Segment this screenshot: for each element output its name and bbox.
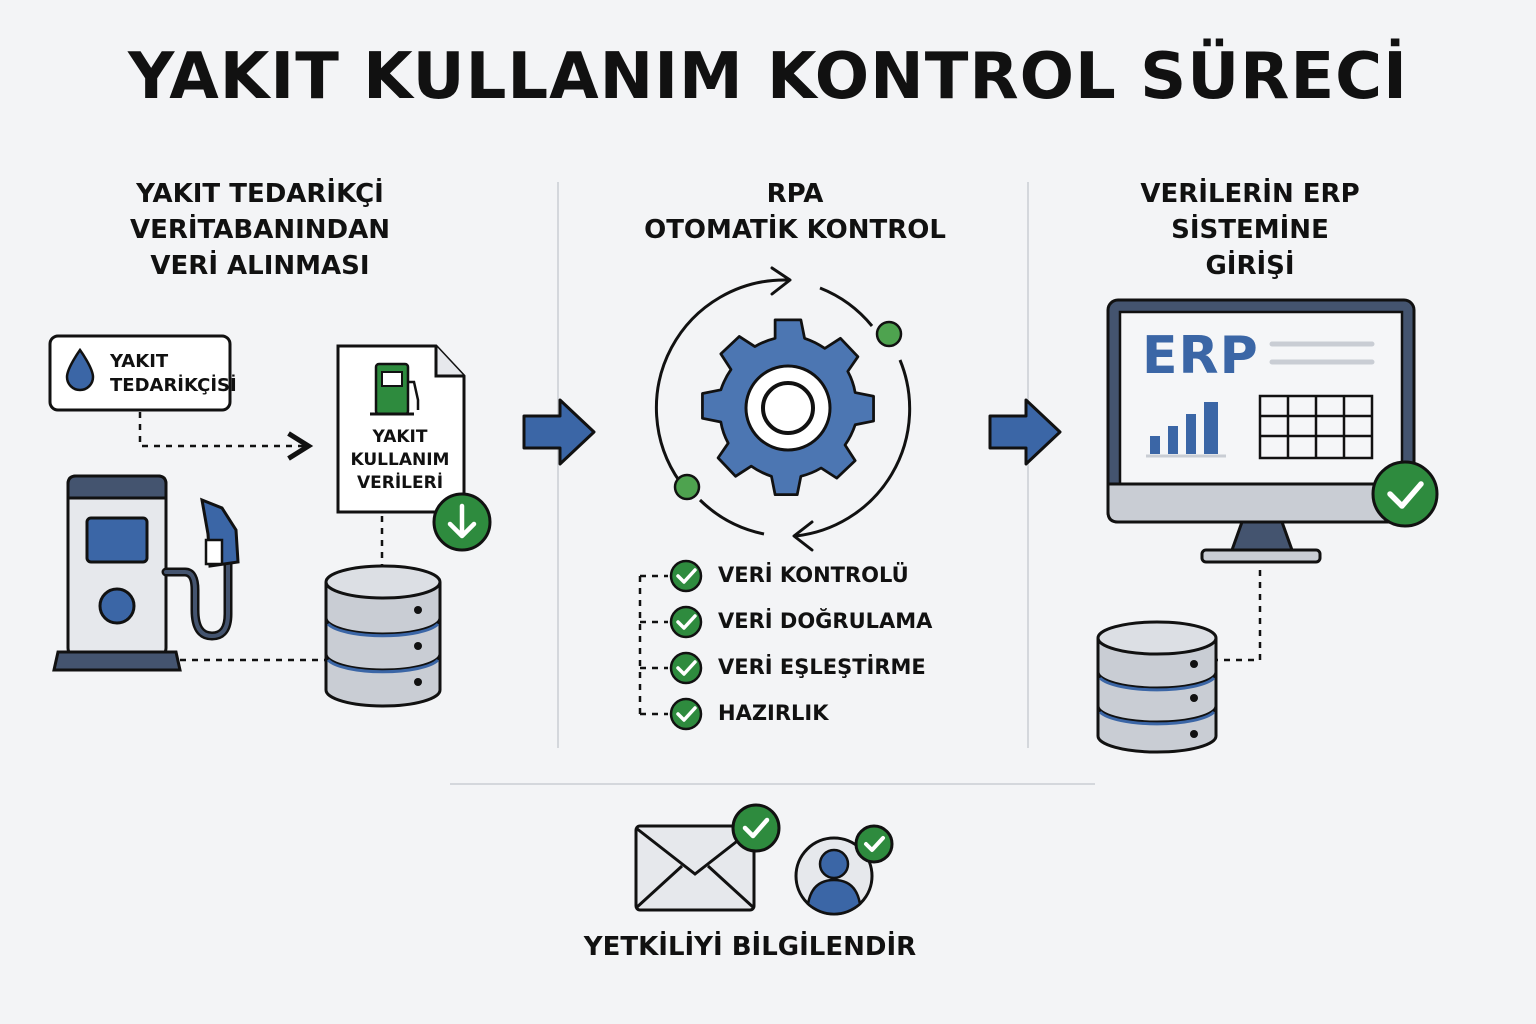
- column-title-line: VERİTABANINDAN: [129, 215, 390, 245]
- droplet-icon: [65, 347, 95, 392]
- supplier-box: [48, 334, 232, 412]
- database-icon: [324, 564, 442, 708]
- column-title-line: GİRİŞİ: [1205, 251, 1295, 281]
- check-badge-icon: [1371, 460, 1439, 528]
- check-item-hazirlik: HAZIRLIK: [718, 701, 829, 725]
- column-title-supplier-data: YAKIT TEDARİKÇİ VERİTABANINDAN VERİ ALIN…: [110, 176, 410, 284]
- database-icon: [1096, 620, 1218, 754]
- check-icon: [669, 697, 703, 731]
- user-icon: [794, 836, 874, 916]
- bar-chart-icon: [1146, 402, 1226, 458]
- column-title-line: VERİ ALINMASI: [150, 251, 370, 281]
- supplier-label-line: TEDARİKÇİSİ: [110, 375, 237, 396]
- checklist-bracket: [638, 574, 668, 716]
- document-label: YAKIT KULLANIM VERİLERİ: [340, 426, 460, 495]
- column-title-line: VERİLERİN ERP SİSTEMİNE: [1140, 179, 1360, 245]
- supplier-label-line: YAKIT: [110, 351, 169, 372]
- supplier-label: YAKIT TEDARİKÇİSİ: [110, 350, 237, 398]
- column-title-line: YAKIT TEDARİKÇİ: [136, 179, 384, 209]
- download-check-icon: [432, 492, 492, 552]
- check-item-veri-dogrulama: VERİ DOĞRULAMA: [718, 609, 933, 633]
- cycle-arrows-icon: [654, 266, 912, 552]
- envelope-icon: [634, 824, 756, 912]
- page-title: YAKIT KULLANIM KONTROL SÜRECİ: [128, 40, 1408, 114]
- dashed-arrow: [138, 412, 314, 461]
- check-icon: [669, 559, 703, 593]
- check-item-veri-kontrolu: VERİ KONTROLÜ: [718, 563, 909, 587]
- check-icon: [669, 605, 703, 639]
- check-icon: [669, 651, 703, 685]
- column-title-line: OTOMATİK KONTROL: [644, 215, 946, 245]
- flow-arrow-icon: [988, 398, 1062, 466]
- check-badge-icon: [731, 803, 781, 853]
- document-label-line: YAKIT: [372, 427, 428, 447]
- table-icon: [1258, 394, 1374, 460]
- check-badge-icon: [854, 824, 894, 864]
- column-title-erp-entry: VERİLERİN ERP SİSTEMİNE GİRİŞİ: [1060, 176, 1440, 284]
- gear-icon: [701, 318, 875, 497]
- flow-arrow-icon: [522, 398, 596, 466]
- column-title-rpa: RPA OTOMATİK KONTROL: [630, 176, 960, 248]
- document-label-line: VERİLERİ: [356, 473, 444, 493]
- notify-label: YETKİLİYİ BİLGİLENDİR: [583, 932, 917, 962]
- document-icon: [336, 344, 466, 514]
- erp-label: ERP: [1142, 326, 1259, 386]
- monitor-icon: [1106, 298, 1416, 564]
- check-item-veri-eslestirme: VERİ EŞLEŞTİRME: [718, 655, 926, 679]
- dashed-connector: [1216, 570, 1262, 662]
- document-label-line: KULLANIM: [350, 450, 450, 470]
- fuel-pump-icon: [52, 474, 240, 672]
- column-title-line: RPA: [766, 179, 824, 209]
